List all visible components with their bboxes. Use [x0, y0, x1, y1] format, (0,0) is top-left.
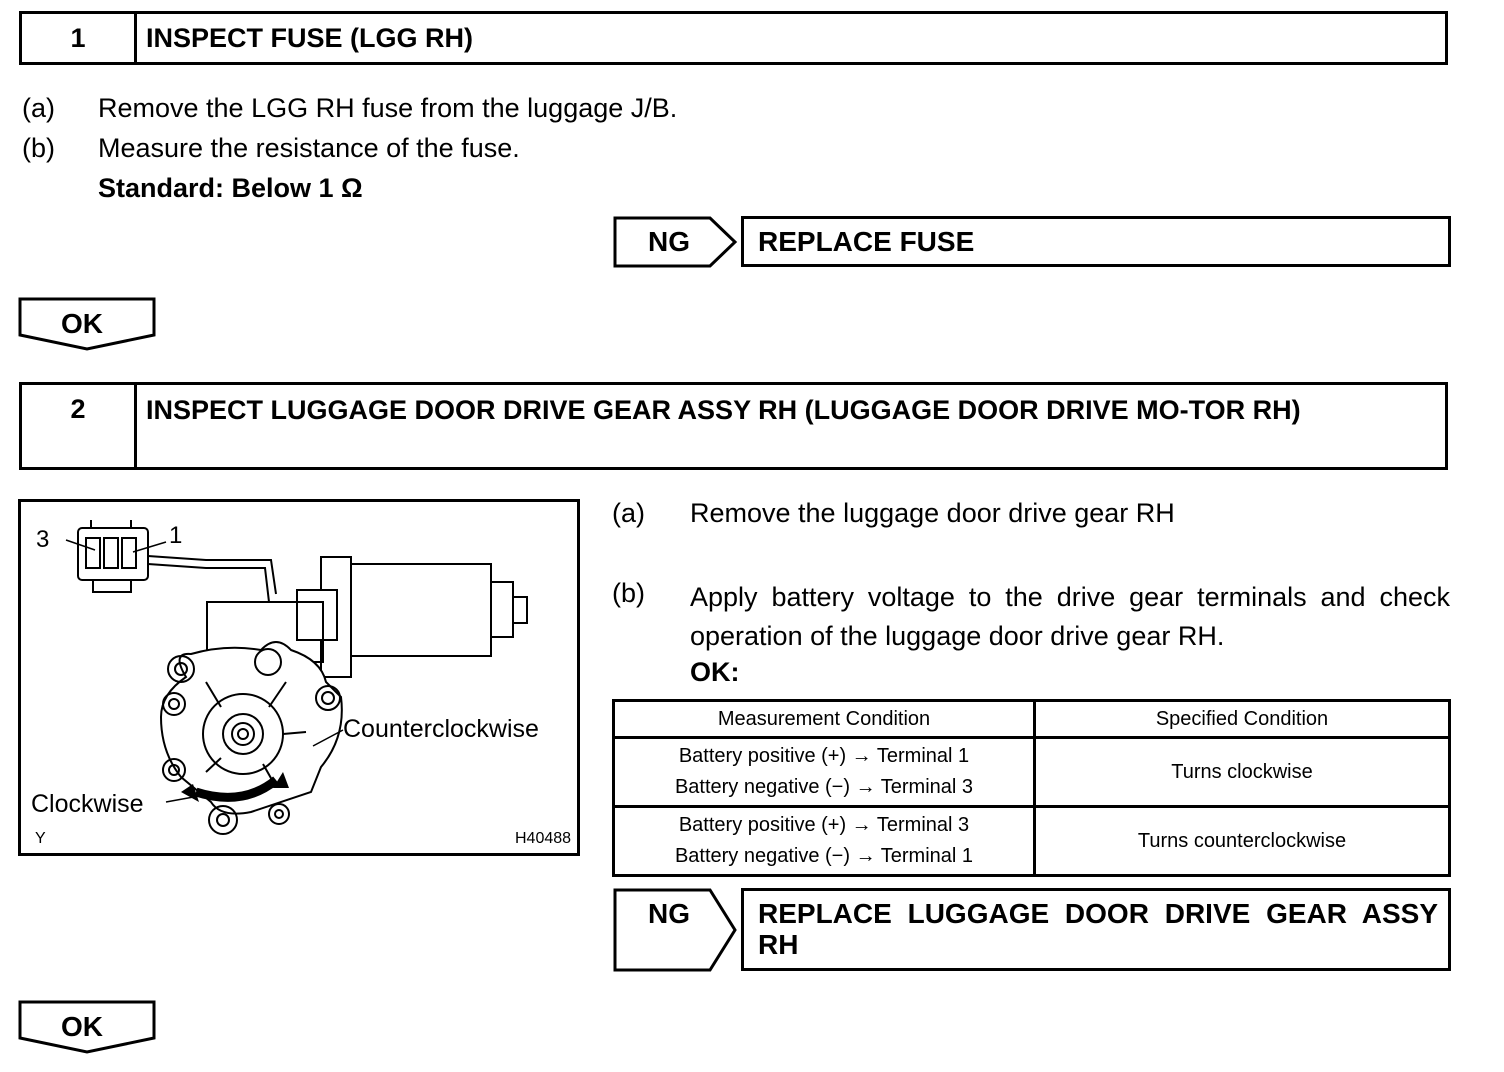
- measurement-line-1: Battery positive (+) → Terminal 3: [678, 814, 970, 836]
- step-2-item-a-text: Remove the luggage door drive gear RH: [690, 498, 1175, 528]
- step-2-header: 2 INSPECT LUGGAGE DOOR DRIVE GEAR ASSY R…: [19, 382, 1448, 470]
- step-1-item-a-text: Remove the LGG RH fuse from the luggage …: [98, 93, 678, 123]
- ok-arrow-icon: [18, 1000, 156, 1054]
- measurement-cell: Battery positive (+) → Terminal 3 Batter…: [612, 805, 1036, 877]
- terminal-1-label: 1: [169, 522, 183, 549]
- ok-arrow-icon: [18, 297, 156, 351]
- step-2-item-b-text: Apply battery voltage to the drive gear …: [690, 582, 1450, 651]
- ng-arrow-icon: [613, 888, 737, 972]
- motor-figure: 3 1 Counterclockwise Clockwise Y H40488: [18, 499, 580, 856]
- specified-cell: Turns counterclockwise: [1033, 805, 1451, 877]
- step-2-number: 2: [22, 385, 137, 467]
- drive-gear-illustration: [65, 520, 528, 835]
- step-1-ng-action-text: REPLACE FUSE: [758, 226, 975, 257]
- step-1-item-a-marker: (a): [22, 93, 55, 123]
- step-2-ok-label: OK: [61, 1011, 103, 1042]
- step-1-item-b-marker: (b): [22, 133, 55, 163]
- measurement-line-1: Battery positive (+) → Terminal 1: [678, 745, 970, 767]
- clockwise-label: Clockwise: [31, 790, 144, 818]
- measurement-line-2: Battery negative (−) → Terminal 3: [674, 776, 974, 798]
- figure-id: H40488: [515, 830, 572, 847]
- step-1-ok-label: OK: [61, 308, 103, 339]
- measurement-cell: Battery positive (+) → Terminal 1 Batter…: [612, 736, 1036, 808]
- step-1-ng-label: NG: [648, 226, 690, 257]
- step-2-ng-action-text: REPLACE LUGGAGE DOOR DRIVE GEAR ASSY RH: [758, 898, 1438, 960]
- step-1-number: 1: [22, 14, 137, 62]
- step-2-ng-label: NG: [648, 898, 690, 929]
- step-2-ng-action: REPLACE LUGGAGE DOOR DRIVE GEAR ASSY RH: [741, 888, 1451, 971]
- step-2-title: INSPECT LUGGAGE DOOR DRIVE GEAR ASSY RH …: [146, 395, 1301, 425]
- col-header-specified: Specified Condition: [1033, 699, 1451, 739]
- ng-arrow-icon: [613, 216, 738, 268]
- specified-cell: Turns clockwise: [1033, 736, 1451, 808]
- figure-corner-mark: Y: [35, 830, 46, 847]
- step-1-ng-action: REPLACE FUSE: [741, 216, 1451, 267]
- table-header-row: Measurement Condition Specified Conditio…: [612, 699, 1451, 739]
- step-1-title: INSPECT FUSE (LGG RH): [146, 23, 474, 53]
- step-2-item-a-marker: (a): [612, 498, 645, 528]
- step-1-standard: Standard: Below 1 Ω: [98, 173, 363, 203]
- table-row: Battery positive (+) → Terminal 3 Batter…: [612, 805, 1451, 877]
- step-2-item-b-marker: (b): [612, 578, 645, 608]
- counterclockwise-label: Counterclockwise: [343, 715, 539, 743]
- table-row: Battery positive (+) → Terminal 1 Batter…: [612, 736, 1451, 808]
- spec-table: Measurement Condition Specified Conditio…: [612, 699, 1451, 877]
- measurement-line-2: Battery negative (−) → Terminal 1: [674, 845, 974, 867]
- step-2-ok-heading: OK:: [690, 657, 740, 687]
- step-1-item-b-text: Measure the resistance of the fuse.: [98, 133, 520, 163]
- terminal-3-label: 3: [36, 526, 50, 553]
- col-header-measurement: Measurement Condition: [612, 699, 1036, 739]
- step-1-header: 1 INSPECT FUSE (LGG RH): [19, 11, 1448, 65]
